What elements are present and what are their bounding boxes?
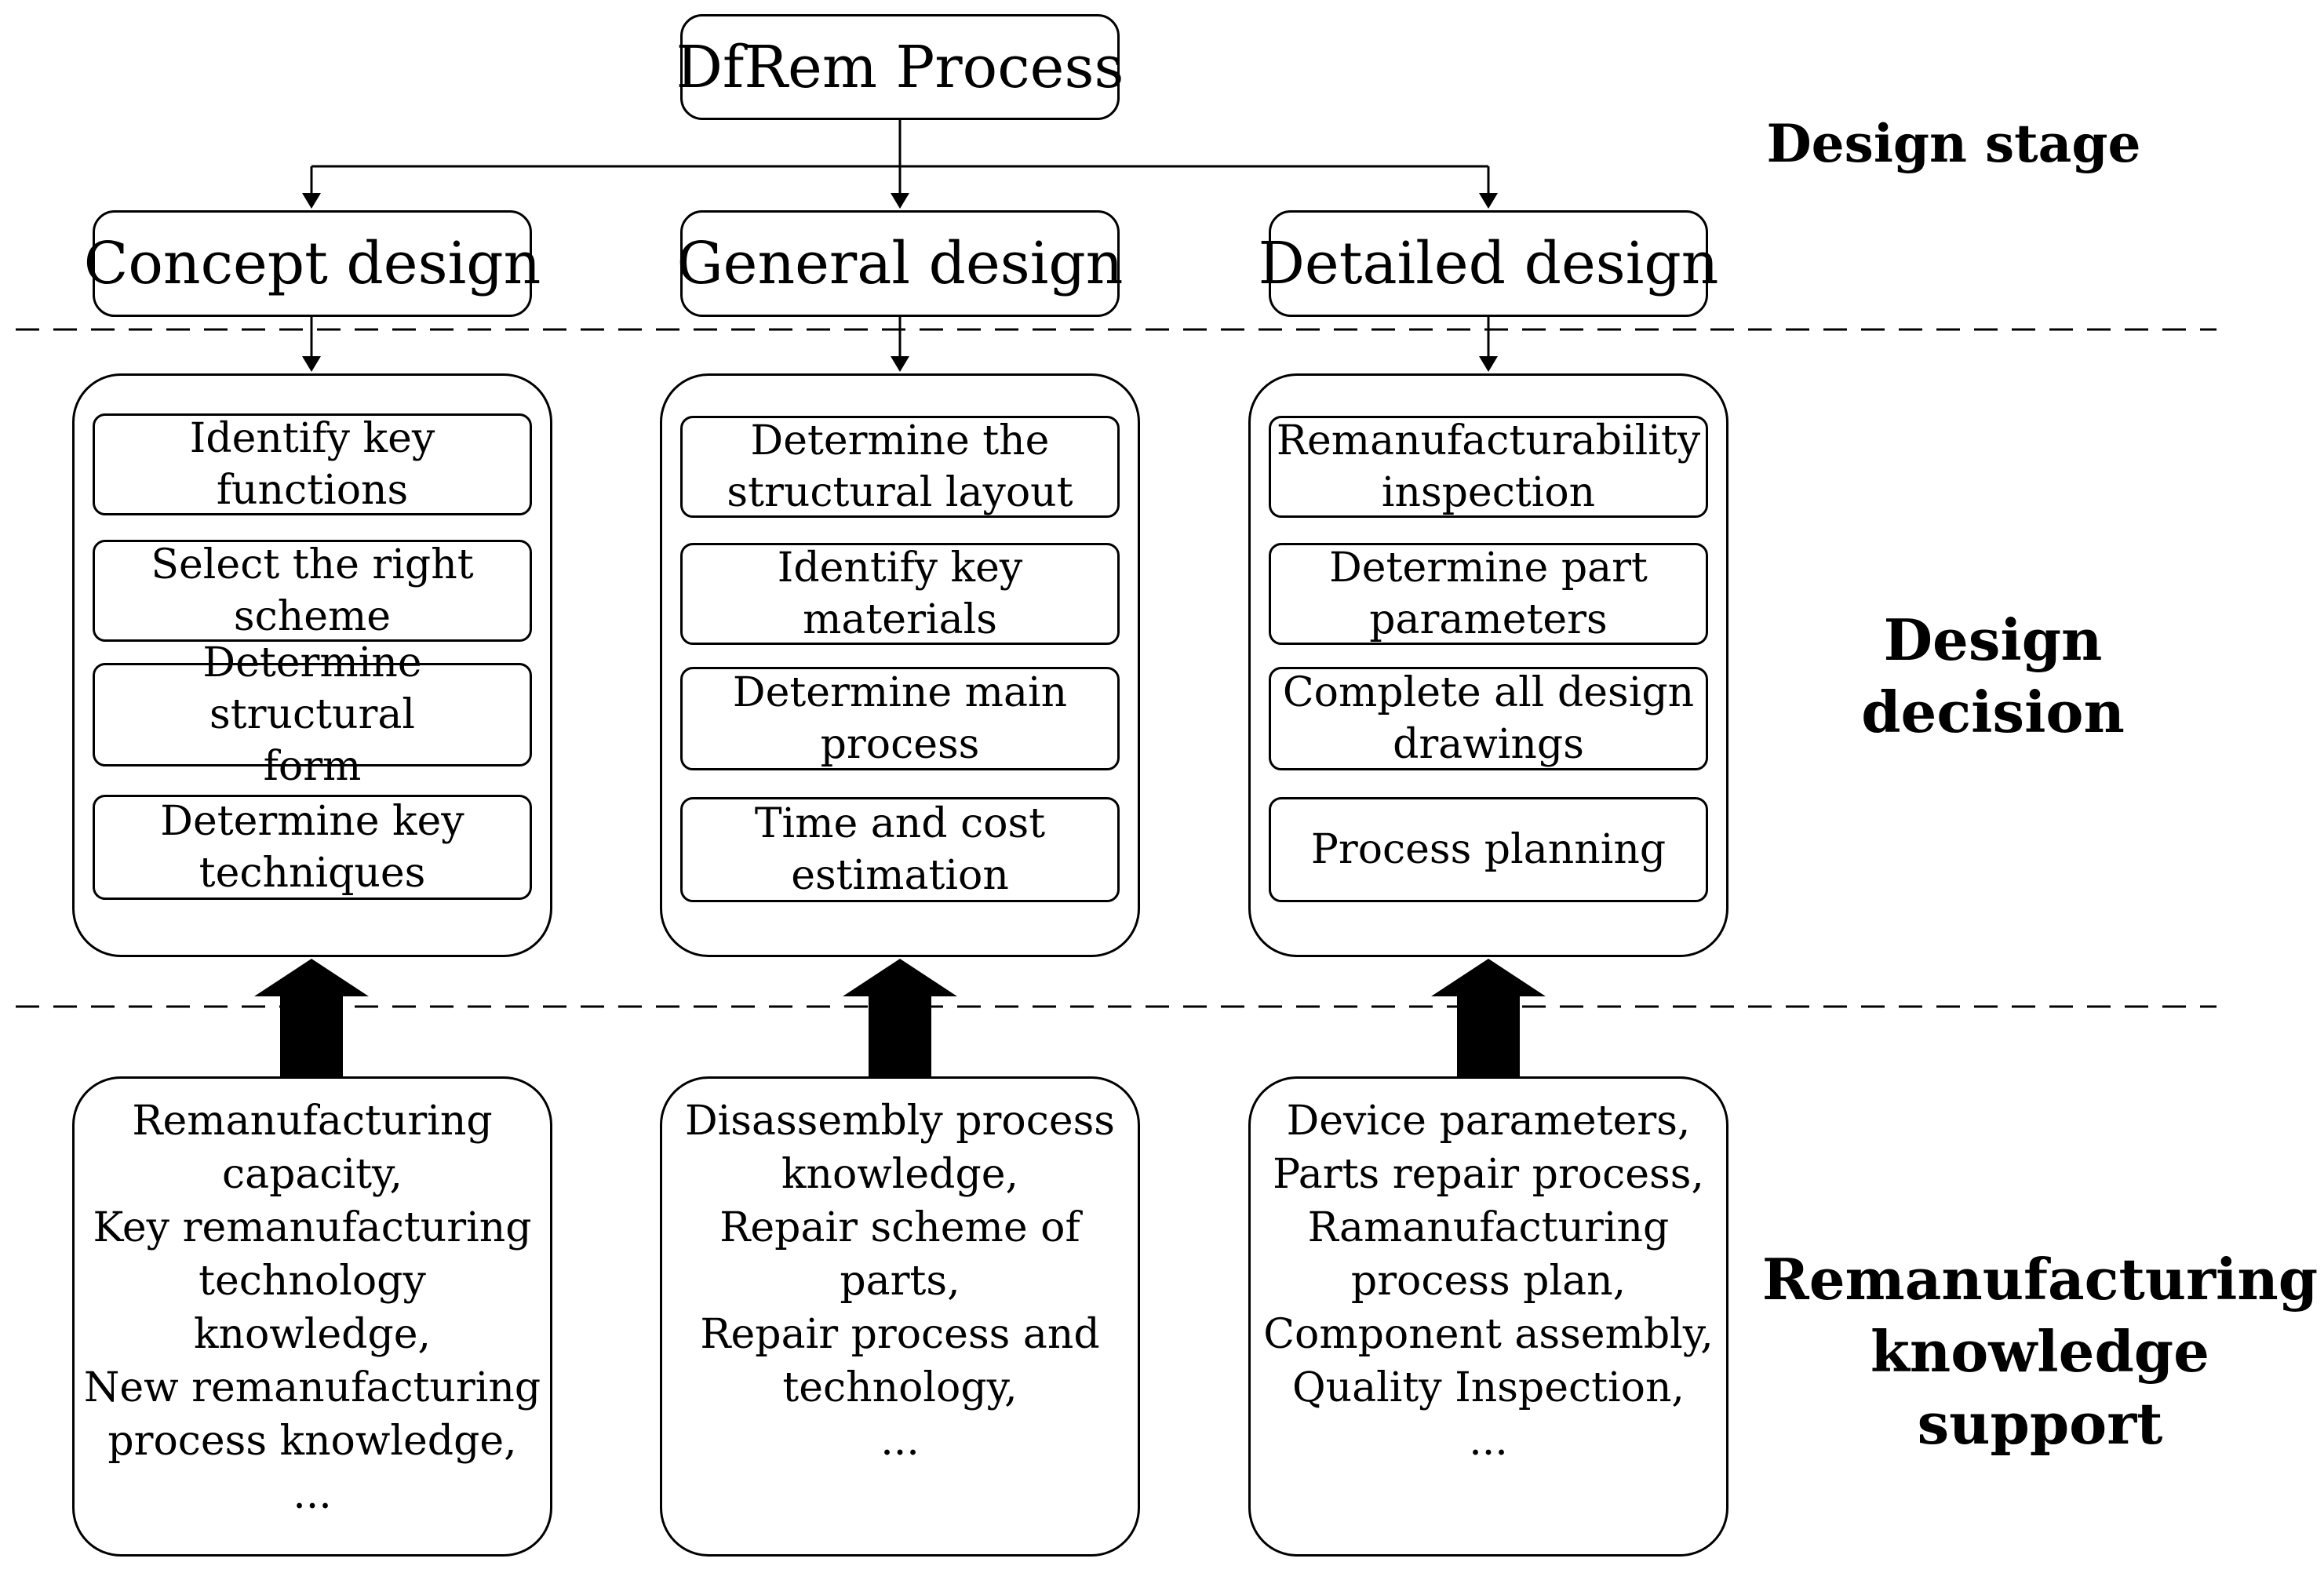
stage-general-box: General design: [677, 210, 1123, 317]
knowledge-concept-text: Remanufacturing capacity, Key remanufact…: [83, 1098, 541, 1518]
decision-item-text: Determine structural form: [202, 639, 422, 790]
stage-detailed-box: Detailed design: [1259, 210, 1718, 317]
support-arrow-concept: [254, 959, 369, 1076]
stage-concept-box: Concept design: [84, 210, 541, 317]
side-label-design-decision: Design decision: [1861, 606, 2125, 745]
arrowhead-concept: [302, 193, 321, 209]
decision-item: Remanufacturability inspection: [1269, 416, 1708, 518]
title-text: DfRem Process: [676, 33, 1124, 101]
decision-item: Complete all design drawings: [1269, 667, 1708, 770]
knowledge-concept-box: Remanufacturing capacity, Key remanufact…: [72, 1076, 552, 1557]
decision-item: Identify key materials: [680, 543, 1120, 645]
arrowhead-general: [891, 193, 909, 209]
knowledge-general-box: Disassembly process knowledge, Repair sc…: [660, 1076, 1140, 1557]
stage-general-label: General design: [676, 230, 1124, 297]
decision-item: Time and cost estimation: [680, 797, 1120, 902]
stage-detailed-label: Detailed design: [1258, 230, 1719, 297]
stage-concept-label: Concept design: [83, 230, 541, 297]
decision-item-text: Remanufacturability inspection: [1276, 417, 1701, 516]
decision-item-text: Determine key techniques: [160, 798, 464, 897]
side-label-knowledge-support: Remanufacturing knowledge support: [1761, 1246, 2319, 1457]
decision-item: Determine part parameters: [1269, 543, 1708, 645]
arrowhead-stage-general: [891, 356, 909, 372]
decision-item-text: Determine part parameters: [1329, 544, 1648, 643]
decision-item-text: Select the right scheme: [151, 541, 474, 640]
decision-item-text: Identify key functions: [189, 415, 435, 514]
decision-item: Select the right scheme: [93, 540, 532, 642]
decision-item-text: Determine the structural layout: [727, 417, 1073, 516]
decision-item: Identify key functions: [93, 413, 532, 515]
knowledge-detailed-text: Device parameters, Parts repair process,…: [1263, 1098, 1714, 1465]
knowledge-detailed-box: Device parameters, Parts repair process,…: [1248, 1076, 1728, 1557]
support-arrow-detailed: [1431, 959, 1546, 1076]
decision-item-text: Complete all design drawings: [1282, 669, 1695, 768]
title-box: DfRem Process: [676, 14, 1124, 120]
arrowhead-stage-concept: [302, 356, 321, 372]
decision-item-text: Identify key materials: [777, 544, 1023, 643]
decision-item: Determine structural form: [93, 639, 532, 790]
decision-item: Determine main process: [680, 667, 1120, 770]
decision-item: Determine key techniques: [93, 795, 532, 900]
arrowhead-stage-detailed: [1479, 356, 1498, 372]
decision-item: Process planning: [1269, 797, 1708, 902]
arrowhead-detailed: [1479, 193, 1498, 209]
decision-item: Determine the structural layout: [680, 416, 1120, 518]
knowledge-general-text: Disassembly process knowledge, Repair sc…: [684, 1098, 1115, 1465]
decision-item-text: Time and cost estimation: [754, 800, 1046, 899]
decision-item-text: Process planning: [1310, 826, 1667, 873]
support-arrow-general: [843, 959, 957, 1076]
side-label-design-stage: Design stage: [1766, 113, 2141, 174]
decision-item-text: Determine main process: [732, 669, 1068, 768]
